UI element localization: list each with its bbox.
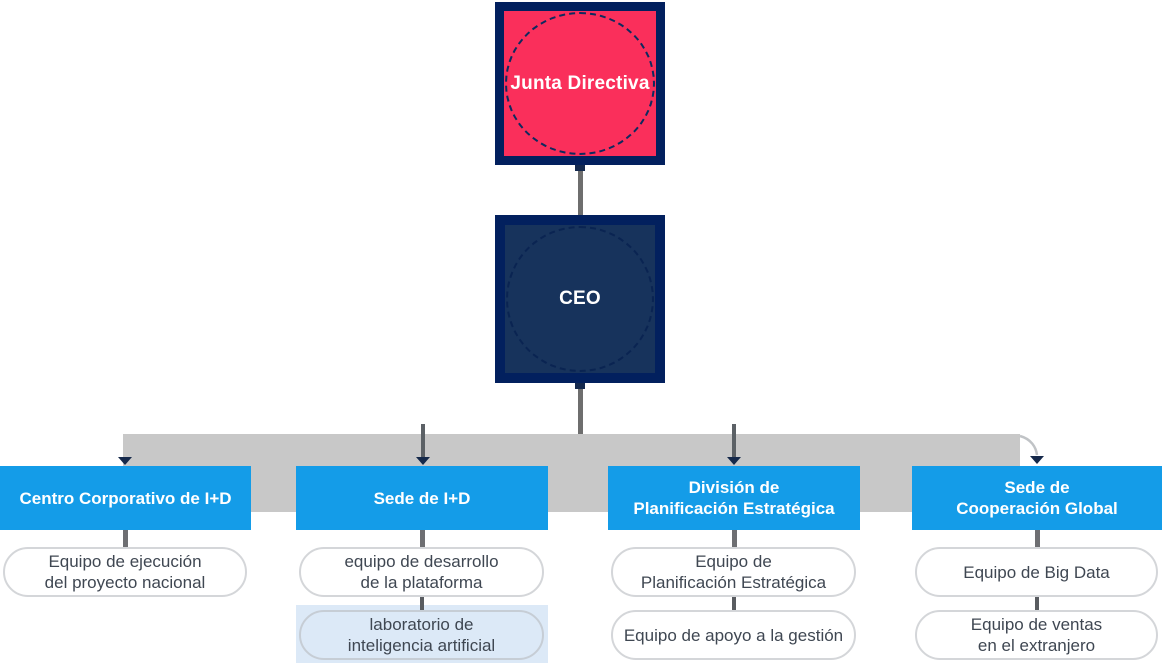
division-header: Sede de Cooperación Global — [912, 466, 1162, 530]
team-label: Equipo de ventas — [970, 615, 1103, 634]
team-label: Planificación Estratégica — [640, 573, 827, 592]
arrow-down-icon — [118, 457, 132, 465]
team-pill: Equipo de Big Data — [915, 547, 1158, 597]
connector-stub — [420, 597, 424, 610]
team-label: inteligencia artificial — [347, 636, 496, 655]
team-pill: Equipo de apoyo a la gestión — [611, 610, 856, 660]
team-pill: Equipo de ventas en el extranjero — [915, 610, 1158, 660]
division-label: División de — [688, 478, 780, 497]
drop-line-division-2 — [421, 424, 425, 458]
team-label: de la plataforma — [360, 573, 483, 592]
division-header: Sede de I+D — [296, 466, 548, 530]
division-label: Cooperación Global — [956, 499, 1118, 518]
division-header: División de Planificación Estratégica — [608, 466, 860, 530]
team-label: en el extranjero — [977, 636, 1096, 655]
team-label: equipo de desarrollo — [344, 552, 499, 571]
connector-stub — [1034, 530, 1040, 547]
connector-board-ceo — [577, 165, 583, 215]
team-label: Equipo de apoyo a la gestión — [623, 625, 844, 645]
team-label: laboratorio de — [369, 615, 474, 634]
team-label: del proyecto nacional — [44, 573, 206, 592]
team-label: Equipo de ejecución — [48, 552, 202, 571]
connector-stub — [122, 530, 128, 547]
connector-stub — [731, 530, 737, 547]
division-header: Centro Corporativo de I+D — [0, 466, 251, 530]
team-pill: equipo de desarrollo de la plataforma — [299, 547, 544, 597]
board-label: Junta Directiva — [510, 72, 650, 94]
division-label: Sede de — [1004, 478, 1070, 497]
team-label: Equipo de — [695, 552, 772, 571]
team-pill: Equipo de Planificación Estratégica — [611, 547, 856, 597]
connector-stub — [1035, 597, 1039, 610]
team-label: Equipo de Big Data — [963, 562, 1110, 582]
division-label: Planificación Estratégica — [633, 499, 835, 518]
ceo-node: CEO — [495, 215, 665, 383]
division-label: Sede de I+D — [373, 488, 471, 508]
connector-band — [123, 434, 1020, 512]
arrow-down-icon — [727, 457, 741, 465]
connector-ceo-band — [577, 383, 583, 434]
connector-stub — [419, 530, 425, 547]
team-pill: Equipo de ejecución del proyecto nacional — [3, 547, 247, 597]
arrow-down-icon — [1030, 456, 1044, 464]
division-label: Centro Corporativo de I+D — [19, 488, 232, 508]
team-pill: laboratorio de inteligencia artificial — [299, 610, 544, 660]
connector-stub — [732, 597, 736, 610]
ceo-label: CEO — [559, 288, 601, 309]
arrow-down-icon — [416, 457, 430, 465]
connector-nub-ceo — [575, 383, 585, 389]
connector-nub-top — [575, 165, 585, 171]
drop-line-division-3 — [732, 424, 736, 458]
board-node: Junta Directiva — [495, 2, 665, 165]
